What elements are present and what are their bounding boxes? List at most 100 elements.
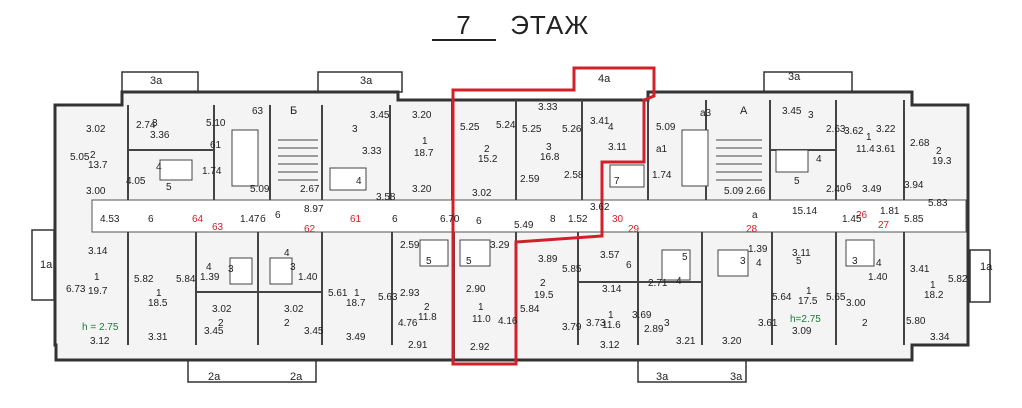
bath-11 (845, 239, 875, 267)
label: а1 (656, 144, 668, 155)
label: 17.5 (798, 296, 818, 307)
label: 19.3 (932, 156, 952, 167)
label: 3.49 (346, 332, 366, 343)
label: 1 (608, 310, 614, 321)
label: 2.91 (408, 340, 428, 351)
label: 64 (192, 214, 204, 225)
label: 18.2 (924, 290, 944, 301)
label: А (740, 105, 748, 117)
label: 2.90 (466, 284, 486, 295)
label: 4.16 (498, 316, 518, 327)
label: 3 (352, 124, 358, 135)
label: 27 (878, 220, 890, 231)
label: 5.10 (206, 118, 226, 129)
label: 1 (156, 288, 162, 299)
corridor (91, 199, 967, 233)
label: 2.59 (400, 240, 420, 251)
label: 3 (852, 256, 858, 267)
balcony-right (969, 249, 991, 303)
label: 2.71 (648, 278, 668, 289)
label: 2 (862, 318, 868, 329)
label: 1.39 (200, 272, 220, 283)
label: 5.25 (522, 124, 542, 135)
label: 3.69 (632, 310, 652, 321)
label: 2а (290, 371, 303, 383)
labels: 3а 3а 4а 3а 1а 1а 2а 2а 3а 3а Б А 63 а3 … (40, 71, 993, 383)
label: 3.34 (930, 332, 950, 343)
label: 2.74 (136, 120, 156, 131)
label: 3.33 (538, 102, 558, 113)
label: 3 (664, 318, 670, 329)
label: 18.5 (148, 298, 168, 309)
label: 3.61 (876, 144, 896, 155)
label: 2.40 (826, 184, 846, 195)
label: 5 (682, 252, 688, 263)
label: 3.22 (876, 124, 896, 135)
label: 3.73 (586, 318, 606, 329)
label: 5.09 (656, 122, 676, 133)
label: 6 (626, 260, 632, 271)
label: 11.8 (418, 312, 437, 323)
label: 3.45 (782, 106, 802, 117)
label: 6.73 (66, 284, 86, 295)
label: 5 (166, 182, 172, 193)
label: 3.36 (150, 130, 170, 141)
label: 2 (90, 150, 96, 161)
label: 2.63 (826, 124, 846, 135)
bath-7 (609, 164, 645, 188)
label: 3.57 (600, 250, 620, 261)
label: 5.09 (724, 186, 744, 197)
label: 63 (252, 106, 264, 117)
label: 5.49 (514, 220, 534, 231)
label: 16.8 (540, 152, 560, 163)
label: 1 (806, 286, 812, 297)
label: 5.84 (176, 274, 196, 285)
label: 3.21 (676, 336, 696, 347)
label: 1а (980, 261, 993, 273)
label: 3.11 (608, 142, 627, 153)
label: 3а (730, 371, 743, 383)
label: 26 (856, 210, 868, 221)
label: 4.53 (100, 214, 120, 225)
label: 3.14 (88, 246, 108, 257)
label: 11.4 (856, 144, 875, 155)
label: 2.89 (644, 324, 664, 335)
bath-5 (419, 239, 449, 267)
label: 15.14 (792, 206, 817, 217)
label: 15.2 (478, 154, 498, 165)
label: 5.83 (928, 198, 948, 209)
label: 3.02 (212, 304, 232, 315)
label: 3 (152, 118, 158, 129)
label: 6 (392, 214, 398, 225)
label: 3.31 (148, 332, 168, 343)
label: h = 2.75 (82, 322, 119, 333)
bath-10 (775, 149, 809, 173)
label: 63 (212, 222, 224, 233)
label: 3.20 (412, 184, 432, 195)
label: h=2.75 (790, 314, 821, 325)
label: 3а (656, 371, 669, 383)
label: а3 (700, 108, 712, 119)
label: 2 (540, 278, 546, 289)
label: 5 (426, 256, 432, 267)
label: 4.05 (126, 176, 146, 187)
label: 3.14 (602, 284, 622, 295)
label: 5.65 (826, 292, 846, 303)
label: 4 (206, 262, 212, 273)
label: 3.11 (792, 248, 811, 259)
label: 1 (94, 272, 100, 283)
bath-8 (661, 249, 691, 281)
label: 13.7 (88, 160, 108, 171)
label: 1.74 (652, 170, 672, 181)
label: 2 (936, 146, 942, 157)
label: 3.20 (722, 336, 742, 347)
label: 19.5 (534, 290, 554, 301)
label: 3.45 (370, 110, 390, 121)
label: 2а (208, 371, 221, 383)
label: 1 (930, 280, 936, 291)
label: 1а (40, 259, 53, 271)
label: 5.85 (562, 264, 582, 275)
label: 2 (284, 318, 290, 329)
floor-number: 7 (432, 11, 496, 41)
